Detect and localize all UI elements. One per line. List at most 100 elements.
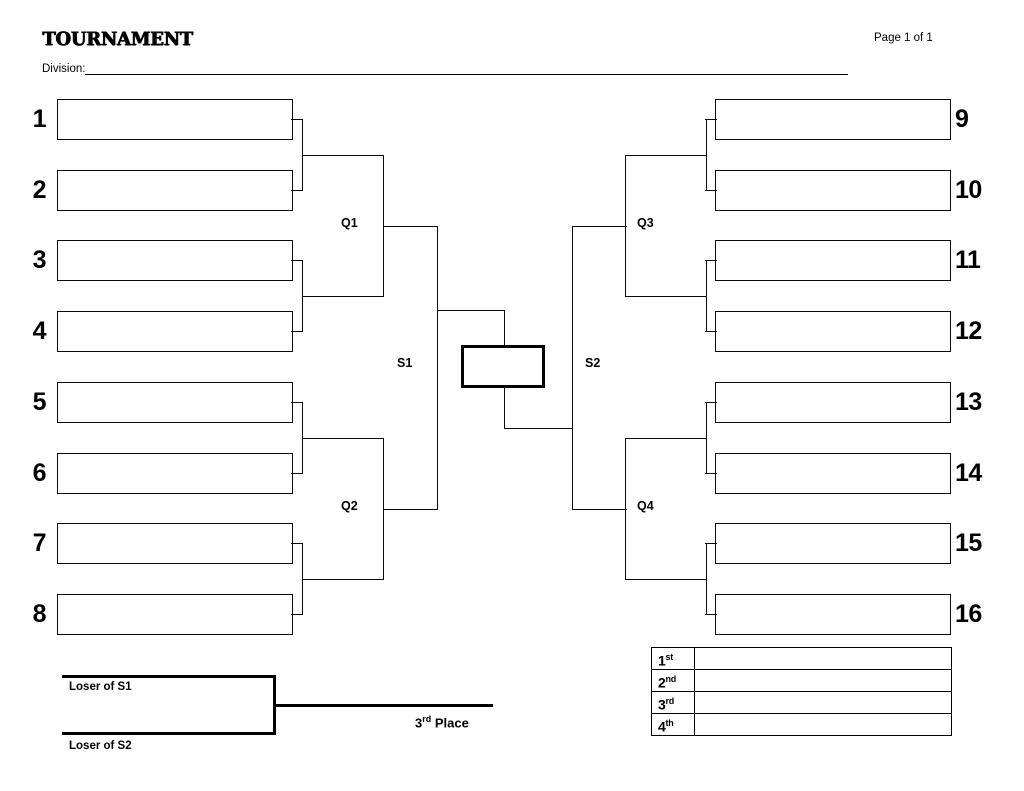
- stub-connector-4: [291, 331, 303, 332]
- seed-number-16: 16: [955, 600, 982, 628]
- q4-feed-lower: [625, 579, 707, 580]
- entry-slot-7[interactable]: [57, 523, 293, 564]
- final-feed-left-horizontal: [437, 310, 505, 311]
- table-row: 2nd: [651, 669, 952, 692]
- seed-number-5: 5: [32, 388, 47, 416]
- placement-rank-1-base: 1: [658, 652, 666, 669]
- placement-rank-4-suffix: th: [665, 717, 674, 728]
- stub-connector-9: [705, 119, 717, 120]
- placement-rank-2-suffix: nd: [665, 673, 677, 684]
- stub-connector-14: [705, 473, 717, 474]
- page-indicator: Page 1 of 1: [874, 32, 933, 44]
- entry-slot-6[interactable]: [57, 453, 293, 494]
- placement-value-1[interactable]: [694, 647, 952, 670]
- third-place-ordinal-suffix: rd: [422, 714, 432, 724]
- placement-rank-4-base: 4: [658, 718, 666, 735]
- seed-number-11: 11: [955, 246, 981, 274]
- seed-number-12: 12: [955, 317, 982, 345]
- stub-connector-12: [705, 331, 717, 332]
- table-row: 1st: [651, 647, 952, 670]
- table-row: 4th: [651, 713, 952, 736]
- division-input[interactable]: [85, 74, 848, 75]
- placement-rank-1-suffix: st: [665, 651, 674, 662]
- final-feed-right-horizontal: [504, 428, 572, 429]
- stub-connector-3: [291, 260, 303, 261]
- stub-connector-2: [291, 190, 303, 191]
- seed-number-15: 15: [955, 529, 982, 557]
- entry-slot-1[interactable]: [57, 99, 293, 140]
- final-feed-right-vertical: [504, 386, 505, 429]
- placement-rank-2-base: 2: [658, 674, 666, 691]
- q2-feed-upper: [302, 438, 384, 439]
- stub-connector-8: [291, 614, 303, 615]
- s2-bracket: [572, 226, 573, 510]
- entry-slot-13[interactable]: [715, 382, 951, 423]
- seed-number-9: 9: [955, 105, 969, 133]
- championship-slot[interactable]: [461, 345, 545, 388]
- seed-number-8: 8: [32, 600, 47, 628]
- entry-slot-14[interactable]: [715, 453, 951, 494]
- round-label-q2: Q2: [341, 499, 358, 513]
- consolation-top-label: Loser of S1: [69, 681, 132, 693]
- entry-slot-8[interactable]: [57, 594, 293, 635]
- page-title: TOURNAMENT: [42, 28, 193, 50]
- entry-slot-4[interactable]: [57, 311, 293, 352]
- s2-feed-lower: [572, 509, 627, 510]
- stub-connector-13: [705, 402, 717, 403]
- round-label-q3: Q3: [637, 216, 654, 230]
- placement-table: 1st 2nd 3rd 4th: [651, 647, 952, 736]
- third-place-label: 3rd Place: [415, 711, 469, 731]
- entry-slot-9[interactable]: [715, 99, 951, 140]
- stub-connector-6: [291, 473, 303, 474]
- final-feed-left-vertical: [504, 310, 505, 347]
- q3-feed-lower: [625, 296, 707, 297]
- entry-slot-2[interactable]: [57, 170, 293, 211]
- stub-connector-7: [291, 543, 303, 544]
- seed-number-7: 7: [32, 529, 47, 557]
- placement-value-4[interactable]: [694, 713, 952, 736]
- seed-number-6: 6: [32, 459, 47, 487]
- stub-connector-11: [705, 260, 717, 261]
- placement-value-2[interactable]: [694, 669, 952, 692]
- stub-connector-10: [705, 190, 717, 191]
- entry-slot-15[interactable]: [715, 523, 951, 564]
- seed-number-13: 13: [955, 388, 982, 416]
- placement-rank-3-base: 3: [658, 696, 666, 713]
- placement-rank-3-suffix: rd: [665, 695, 675, 706]
- seed-number-14: 14: [955, 459, 982, 487]
- seed-number-4: 4: [32, 317, 47, 345]
- seed-number-2: 2: [32, 176, 47, 204]
- q1-feed-upper: [302, 155, 384, 156]
- placement-rank-4: 4th: [651, 713, 695, 736]
- round-label-s2: S2: [585, 356, 601, 370]
- entry-slot-10[interactable]: [715, 170, 951, 211]
- q2-feed-lower: [302, 579, 384, 580]
- stub-connector-15: [705, 543, 717, 544]
- q3-feed-upper: [625, 155, 707, 156]
- third-place-ordinal-base: 3: [415, 715, 423, 731]
- division-label: Division:: [42, 63, 86, 75]
- entry-slot-12[interactable]: [715, 311, 951, 352]
- entry-slot-3[interactable]: [57, 240, 293, 281]
- consolation-top-line: [62, 675, 276, 678]
- round-label-q4: Q4: [637, 499, 654, 513]
- s1-bracket: [437, 226, 438, 510]
- seed-number-3: 3: [32, 246, 47, 274]
- stub-connector-1: [291, 119, 303, 120]
- placement-value-3[interactable]: [694, 691, 952, 714]
- entry-slot-11[interactable]: [715, 240, 951, 281]
- s1-feed-lower: [383, 509, 438, 510]
- stub-connector-16: [705, 614, 717, 615]
- placement-rank-2: 2nd: [651, 669, 695, 692]
- entry-slot-16[interactable]: [715, 594, 951, 635]
- seed-number-1: 1: [32, 105, 47, 133]
- s1-feed-upper: [383, 226, 438, 227]
- q1-feed-lower: [302, 296, 384, 297]
- stub-connector-5: [291, 402, 303, 403]
- s2-feed-upper: [572, 226, 627, 227]
- placement-rank-3: 3rd: [651, 691, 695, 714]
- consolation-bottom-label: Loser of S2: [69, 740, 132, 752]
- entry-slot-5[interactable]: [57, 382, 293, 423]
- table-row: 3rd: [651, 691, 952, 714]
